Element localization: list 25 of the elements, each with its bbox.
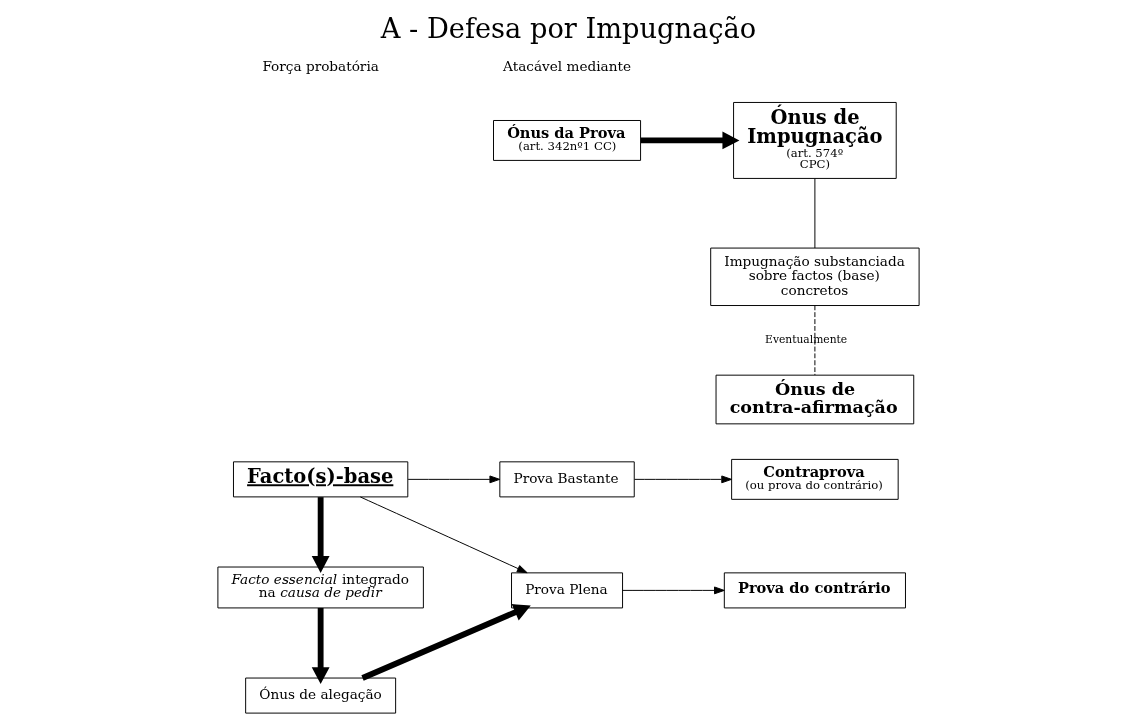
arrow (640, 131, 740, 150)
edge-label: Eventualmente (765, 333, 848, 347)
arrow (359, 496, 528, 574)
connector (814, 178, 816, 249)
node-box: Contraprova (ou prova do contrário) (731, 458, 899, 500)
node-box: Impugnação substanciada sobre factos (base) concretos (710, 247, 920, 306)
node-box: Prova do contrário (723, 572, 906, 609)
arrow (311, 607, 330, 685)
node-box: Facto(s)-base (233, 461, 409, 498)
arrow (634, 475, 732, 484)
arrow (407, 475, 501, 484)
node-box: Ónus de contra-afirmação (715, 374, 915, 425)
node-box: Facto essencial integrado na causa de pedir (217, 566, 424, 609)
node-box: Ónus de Impugnação (art. 574º CPC) (733, 102, 897, 179)
label: Atacável mediante (503, 58, 631, 75)
diagram-title: A - Defesa por Impugnação (380, 12, 757, 44)
arrow (622, 586, 725, 595)
node-box: Ónus da Prova (art. 342nº1 CC) (493, 120, 642, 161)
label: Força probatória (262, 58, 379, 75)
node-box: Ónus de alegação (245, 677, 397, 714)
connector (814, 305, 816, 376)
arrow (311, 497, 330, 574)
node-box: Prova Bastante (499, 461, 635, 498)
arrow (361, 604, 531, 681)
node-box: Prova Plena (511, 572, 624, 609)
